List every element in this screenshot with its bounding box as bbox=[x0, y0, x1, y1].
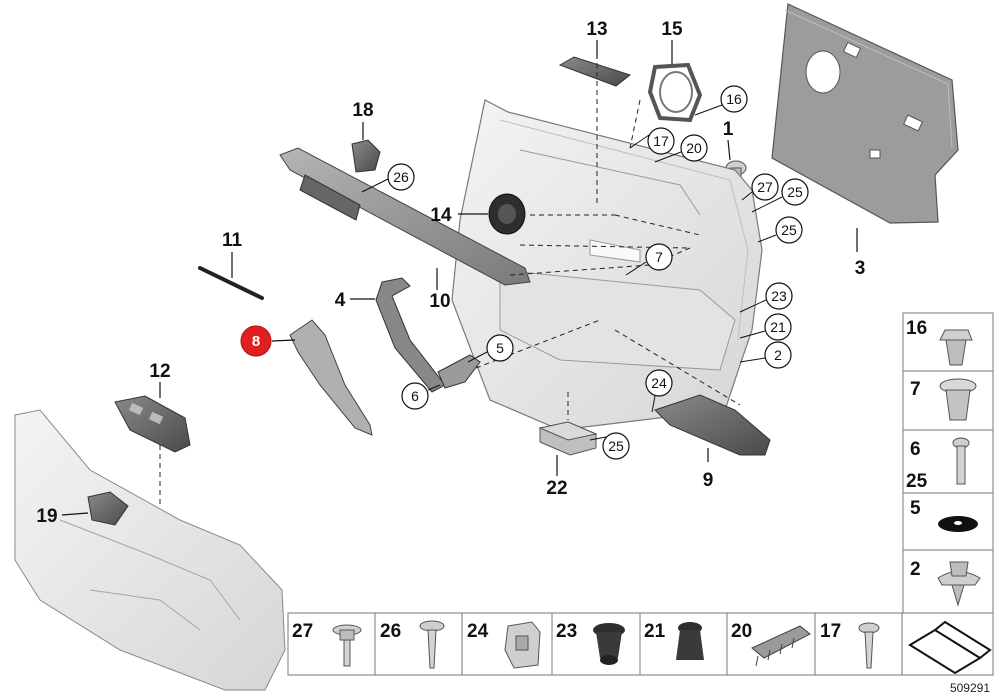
fastener-20-strip-icon bbox=[751, 625, 811, 667]
door-interior-view bbox=[14, 409, 286, 691]
highlight-label: 8 bbox=[252, 333, 260, 350]
side-grid-2: 2 bbox=[910, 559, 921, 580]
reference-number: 509291 bbox=[950, 681, 990, 695]
label-11: 11 bbox=[222, 230, 243, 251]
strip-part-11 bbox=[198, 266, 264, 300]
fastener-7-icon bbox=[939, 378, 977, 421]
label-12: 12 bbox=[149, 361, 170, 382]
part-18-cover bbox=[351, 139, 381, 173]
circle-label-24: 24 bbox=[651, 375, 667, 391]
fastener-23-grommet-icon bbox=[593, 623, 625, 665]
orientation-arrow-icon bbox=[908, 620, 992, 675]
speaker-part bbox=[488, 193, 526, 235]
label-9: 9 bbox=[703, 470, 714, 491]
highlight-callout-8[interactable]: 8 bbox=[240, 325, 272, 357]
bottom-grid-26: 26 bbox=[380, 621, 401, 642]
bottom-grid-27: 27 bbox=[292, 621, 313, 642]
circle-label-25a: 25 bbox=[787, 184, 803, 200]
armrest-part bbox=[654, 394, 771, 456]
side-grid-25: 25 bbox=[906, 471, 928, 492]
circle-label-23: 23 bbox=[771, 288, 787, 304]
circle-label-6: 6 bbox=[411, 388, 419, 404]
circle-label-20: 20 bbox=[686, 140, 702, 156]
bottom-grid-24: 24 bbox=[467, 621, 489, 642]
label-1: 1 bbox=[723, 119, 734, 140]
circle-label-26: 26 bbox=[393, 169, 409, 185]
circle-label-21: 21 bbox=[770, 319, 786, 335]
pull-handle-part-8 bbox=[289, 319, 373, 436]
fastener-17-screw-icon bbox=[858, 622, 880, 669]
label-4: 4 bbox=[335, 290, 346, 311]
circled-label-texts: 16 17 20 26 27 25 25 7 23 21 2 5 6 24 25 bbox=[393, 91, 803, 454]
circle-label-17: 17 bbox=[653, 133, 669, 149]
label-22: 22 bbox=[546, 478, 567, 499]
bottom-grid-21: 21 bbox=[644, 621, 666, 642]
fastener-2-icon bbox=[937, 561, 981, 607]
circle-label-5: 5 bbox=[496, 340, 504, 356]
circle-label-7: 7 bbox=[655, 249, 663, 265]
circle-label-16: 16 bbox=[726, 91, 742, 107]
fastener-6-screw-icon bbox=[952, 437, 970, 485]
circle-label-25b: 25 bbox=[781, 222, 797, 238]
bottom-grid-17: 17 bbox=[820, 621, 841, 642]
bottom-grid-20: 20 bbox=[731, 621, 752, 642]
circle-label-27: 27 bbox=[757, 179, 773, 195]
speaker-ring-part bbox=[647, 62, 703, 123]
bracket-part-22 bbox=[538, 421, 598, 456]
side-grid-7: 7 bbox=[910, 379, 921, 400]
bottom-grid-23: 23 bbox=[556, 621, 577, 642]
label-13: 13 bbox=[586, 19, 607, 40]
part-labels: 13 15 18 1 14 3 11 10 4 12 22 9 19 bbox=[36, 19, 865, 527]
label-19: 19 bbox=[36, 506, 57, 527]
side-grid-6: 6 bbox=[910, 439, 921, 460]
label-3: 3 bbox=[855, 258, 866, 279]
fastener-27-bolt-icon bbox=[332, 624, 362, 667]
fastener-5-washer-icon bbox=[938, 516, 978, 532]
label-10: 10 bbox=[429, 291, 450, 312]
circled-label-connectors bbox=[427, 104, 783, 441]
circle-label-25c: 25 bbox=[608, 438, 624, 454]
holder-part-6 bbox=[437, 354, 481, 389]
trim-strip-part-10 bbox=[279, 147, 531, 286]
fastener-24-clip-icon bbox=[504, 621, 541, 669]
insulation-panel-part bbox=[771, 3, 959, 224]
fastener-26-screw-icon bbox=[419, 620, 445, 669]
part-13-trim bbox=[558, 56, 632, 87]
side-fastener-grid: 16 7 6 25 5 2 bbox=[902, 312, 994, 614]
switch-panel-part-12 bbox=[114, 395, 191, 453]
label-14: 14 bbox=[430, 205, 452, 226]
label-15: 15 bbox=[661, 19, 683, 40]
handle-frame-part-4 bbox=[375, 277, 446, 393]
circled-labels bbox=[387, 85, 809, 460]
fastener-16-icon bbox=[939, 329, 973, 366]
side-grid-16: 16 bbox=[906, 318, 927, 339]
leader-lines bbox=[61, 40, 858, 516]
bottom-fastener-grid: 27 26 24 23 21 20 17 bbox=[287, 612, 994, 676]
circle-label-2: 2 bbox=[774, 347, 782, 363]
fastener-21-grommet-icon bbox=[676, 622, 704, 660]
label-18: 18 bbox=[352, 100, 373, 121]
side-grid-5: 5 bbox=[910, 498, 921, 519]
